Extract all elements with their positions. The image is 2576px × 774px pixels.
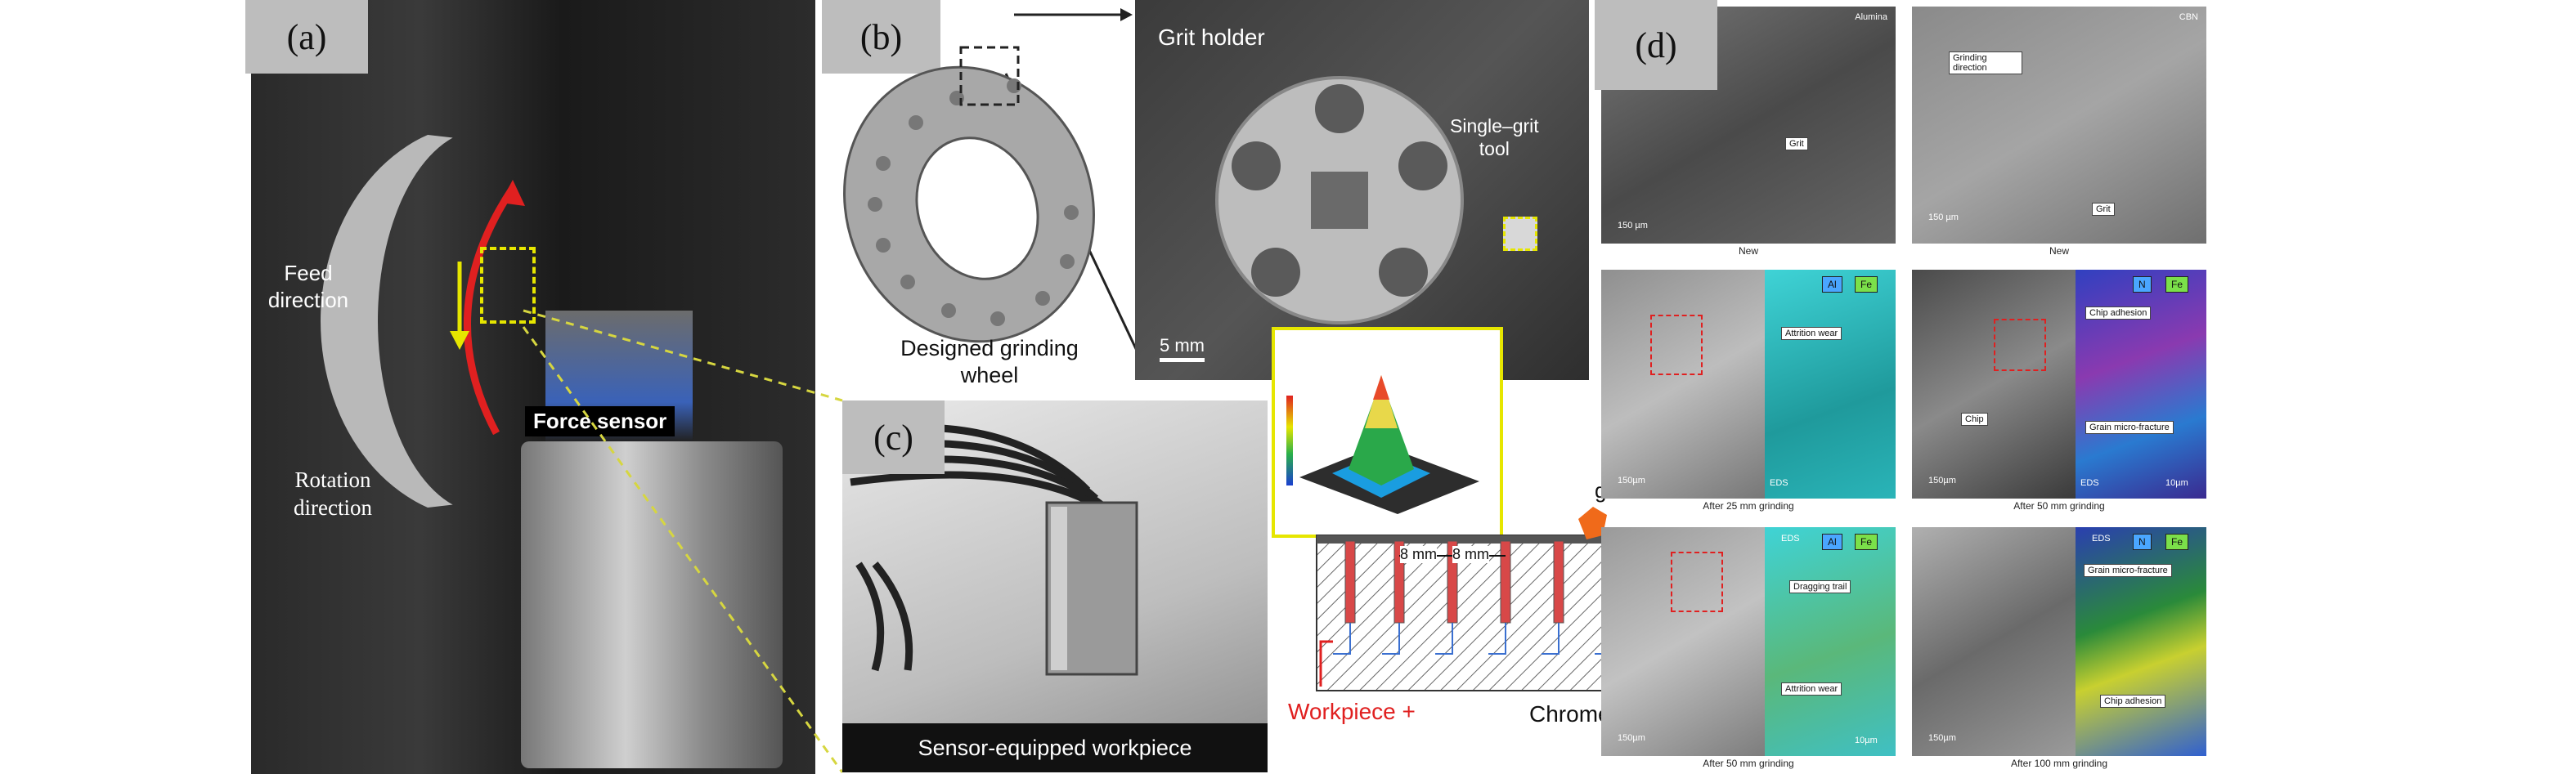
- callout-attrition-wear: Attrition wear: [1781, 682, 1842, 696]
- sem-alumina-50mm: 150µm: [1601, 527, 1765, 756]
- feed-arrow-icon: [450, 262, 469, 350]
- corner-label: Alumina: [1855, 12, 1887, 22]
- scale-label: 150µm: [1618, 733, 1645, 743]
- designed-wheel-label: Designed grinding wheel: [867, 335, 1112, 389]
- eds-alumina-50mm: EDS Al Fe Dragging trail Attrition wear …: [1765, 527, 1896, 756]
- caption-alumina-50mm: After 50 mm grinding: [1703, 758, 1794, 769]
- grit-holder-photo: Grit holder Single–grit tool 5 mm: [1135, 0, 1589, 380]
- spindle-body: [521, 441, 783, 768]
- eds-al-badge: Al: [1822, 276, 1842, 293]
- workpiece-plus-label: Workpiece +: [1288, 699, 1416, 724]
- dim-label-2: 8 mm: [1452, 546, 1489, 563]
- rotation-label-line2: direction: [294, 495, 372, 520]
- grit-holder-disc: [1215, 76, 1464, 324]
- grit-holder-scale: 5 mm: [1160, 335, 1205, 362]
- zoom-box: [1671, 552, 1723, 612]
- panel-d-grid: Alumina Grit 150 µm New CBN Grinding dir…: [1601, 0, 2206, 774]
- sem-cbn-new: CBN Grinding direction Grit 150 µm: [1912, 7, 2206, 244]
- sensor-workpiece-label: Sensor-equipped workpiece: [842, 723, 1268, 772]
- eds-fe-badge: Fe: [1855, 534, 1878, 550]
- callout-grit: Grit: [1785, 137, 1808, 150]
- force-sensor-label: Force sensor: [525, 406, 675, 436]
- scale-label: 150 µm: [1618, 221, 1648, 230]
- sem-cbn-50mm: Chip 150µm: [1912, 270, 2076, 499]
- dim-label-1: 8 mm: [1400, 546, 1437, 563]
- callout-chip-adhesion: Chip adhesion: [2085, 306, 2152, 320]
- callout-grinding-direction: Grinding direction: [1949, 51, 2022, 74]
- feed-label-line1: Feed: [284, 261, 333, 285]
- scale-label: 150µm: [1928, 476, 1956, 485]
- scale-bar: [1160, 358, 1205, 362]
- eds-tag: EDS: [1770, 478, 1788, 488]
- scale-label: 150 µm: [1928, 213, 1959, 222]
- highlight-box: [480, 247, 536, 324]
- eds-tag: EDS: [2092, 534, 2111, 544]
- callout-grain-micro-fracture: Grain micro-fracture: [2085, 421, 2174, 434]
- rotation-arrow-icon: [464, 180, 525, 436]
- callout-chip-adhesion: Chip adhesion: [2100, 695, 2166, 708]
- callout-dragging-trail: Dragging trail: [1789, 580, 1851, 593]
- caption-cbn-50mm: After 50 mm grinding: [2013, 500, 2105, 512]
- designed-wheel-drawing: [843, 46, 1095, 343]
- scale-label: 150µm: [1618, 476, 1645, 485]
- caption-cbn-new: New: [2049, 245, 2069, 257]
- wheel-label-line2: wheel: [960, 363, 1019, 387]
- eds-alumina-25mm: Al Fe Attrition wear EDS: [1765, 270, 1896, 499]
- grit-holder-title: Grit holder: [1158, 25, 1265, 50]
- panel-b-tag: (b): [822, 0, 940, 74]
- panel-d-tag: (d): [1595, 0, 1717, 90]
- eds-cbn-50mm: N Fe Chip adhesion Grain micro-fracture …: [2076, 270, 2206, 499]
- eds-scale-label: 10µm: [2165, 478, 2188, 488]
- feed-label-line2: direction: [267, 288, 349, 312]
- eds-fe-badge: Fe: [2165, 534, 2189, 550]
- panel-c-tag: (c): [842, 400, 945, 474]
- eds-tag: EDS: [2080, 478, 2099, 488]
- eds-cbn-100mm: EDS N Fe Grain micro-fracture Chip adhes…: [2076, 527, 2206, 756]
- feed-direction-label: Feed direction: [251, 260, 366, 314]
- panel-a-tag: (a): [245, 0, 368, 74]
- panel-a-photo: Feed direction Force sensor Rotation dir…: [251, 0, 815, 774]
- zoom-box: [1994, 319, 2046, 371]
- callout-grit: Grit: [2092, 203, 2115, 216]
- eds-al-badge: Al: [1822, 534, 1842, 550]
- corner-label: CBN: [2179, 12, 2198, 22]
- eds-fe-badge: Fe: [1855, 276, 1878, 293]
- surface-plot-svg: [1286, 375, 1479, 514]
- caption-alumina-new: New: [1738, 245, 1758, 257]
- caption-cbn-100mm: After 100 mm grinding: [2010, 758, 2108, 769]
- sem-alumina-25mm: 150µm: [1601, 270, 1765, 499]
- surface-plot-inset: [1272, 327, 1503, 538]
- single-grit-label: Single–grit tool: [1450, 114, 1539, 160]
- rotation-direction-label: Rotation direction: [251, 466, 415, 521]
- scale-5mm-label: 5 mm: [1160, 335, 1205, 356]
- caption-alumina-25mm: After 25 mm grinding: [1703, 500, 1794, 512]
- callout-chip: Chip: [1961, 413, 1988, 426]
- eds-fe-badge: Fe: [2165, 276, 2189, 293]
- rotation-label-line1: Rotation: [294, 468, 371, 492]
- single-grit-line1: Single–grit: [1450, 115, 1539, 136]
- single-grit-line2: tool: [1479, 138, 1510, 159]
- eds-n-badge: N: [2133, 534, 2152, 550]
- zoom-box: [1650, 315, 1703, 375]
- callout-attrition-wear: Attrition wear: [1781, 327, 1842, 340]
- eds-n-badge: N: [2133, 276, 2152, 293]
- single-grit-tool: [1503, 217, 1537, 251]
- callout-grain-micro-fracture: Grain micro-fracture: [2084, 564, 2172, 577]
- thermocouple-schematic: [1316, 507, 1640, 691]
- scale-label: 150µm: [1928, 733, 1956, 743]
- wheel-label-line1: Designed grinding: [900, 336, 1079, 360]
- eds-scale-label: 10µm: [1855, 736, 1878, 745]
- eds-tag: EDS: [1781, 534, 1800, 544]
- sem-cbn-100mm: 150µm: [1912, 527, 2076, 756]
